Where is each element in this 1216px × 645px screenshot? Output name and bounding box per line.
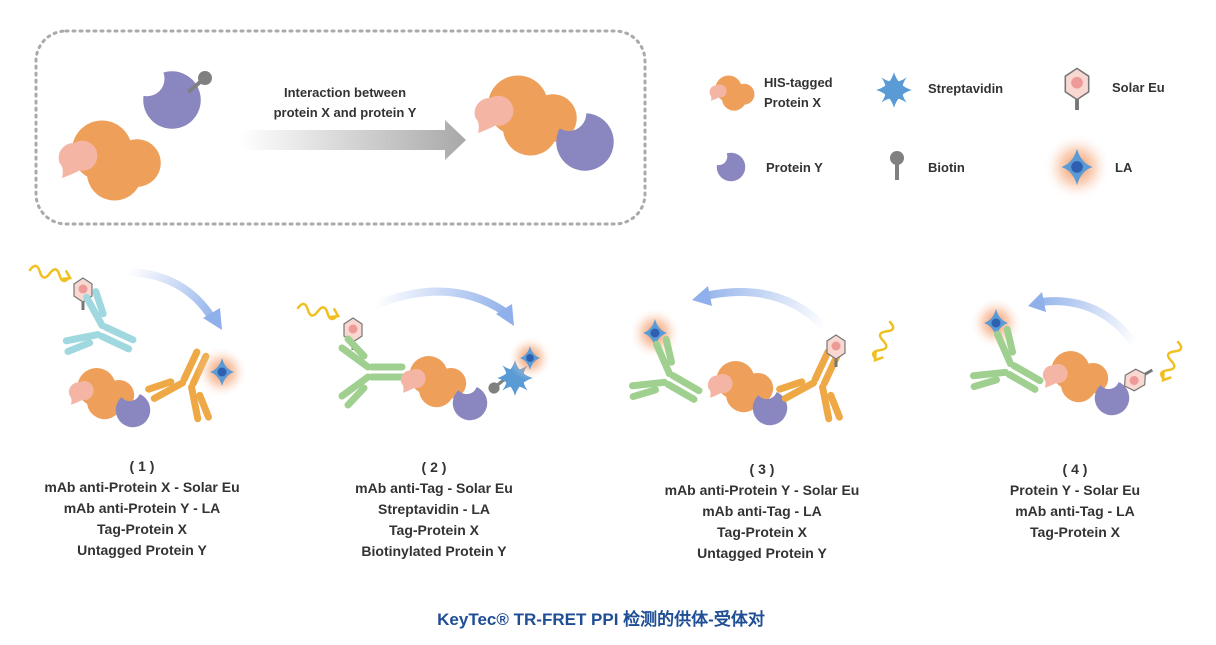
energy-transfer-arrow-icon: [704, 288, 828, 331]
figure-title: KeyTec® TR-FRET PPI 检测的供体-受体对: [437, 609, 765, 629]
arrowhead-icon: [1028, 292, 1046, 312]
antibody-anti-protein-y-icon: [777, 340, 862, 422]
legend-la: LA: [1115, 160, 1133, 175]
la-icon: [629, 307, 681, 359]
panel-number: ( 2 ): [422, 459, 447, 475]
panel-number: ( 3 ): [750, 461, 775, 477]
panel-number: ( 4 ): [1063, 461, 1088, 477]
panel-2: ( 2 ) mAb anti-Tag - Solar Eu Streptavid…: [295, 287, 553, 559]
protein-y-icon: [143, 71, 201, 129]
legend: HIS-tagged Protein X Streptavidin Solar …: [709, 66, 1165, 201]
solar-eu-icon: [1063, 66, 1091, 112]
panel-line: Untagged Protein Y: [77, 542, 207, 558]
panel-line: mAb anti-Tag - LA: [1015, 503, 1135, 519]
panel-line: Tag-Protein X: [389, 522, 480, 538]
panel-4: ( 4 ) Protein Y - Solar Eu mAb anti-Tag …: [969, 292, 1184, 540]
panel-1: ( 1 ) mAb anti-Protein X - Solar Eu mAb …: [27, 263, 248, 558]
energy-transfer-arrow-icon: [129, 268, 216, 321]
biotin-icon: [888, 149, 906, 182]
legend-solar-eu: Solar Eu: [1112, 80, 1165, 95]
interaction-label-line1: Interaction between: [284, 85, 406, 100]
energy-transfer-arrow-icon: [1039, 297, 1139, 348]
panel-line: Protein Y - Solar Eu: [1010, 482, 1140, 498]
panel-number: ( 1 ): [130, 458, 155, 474]
antibody-anti-tag-icon: [342, 339, 402, 405]
legend-his-tagged-line2: Protein X: [764, 95, 821, 110]
panel-line: mAb anti-Protein Y - LA: [64, 500, 221, 516]
protein-x-icon: [58, 120, 161, 201]
panel-line: mAb anti-Tag - LA: [702, 503, 822, 519]
panel-line: Biotinylated Protein Y: [361, 543, 507, 559]
panel-line: Untagged Protein Y: [697, 545, 827, 561]
excitation-wave-icon: [27, 263, 73, 284]
panel-line: Tag-Protein X: [1030, 524, 1121, 540]
panel-line: mAb anti-Tag - Solar Eu: [355, 480, 513, 496]
excitation-wave-icon: [1158, 339, 1184, 384]
legend-biotin: Biotin: [928, 160, 965, 175]
arrowhead-icon: [496, 304, 514, 326]
panel-line: Streptavidin - LA: [378, 501, 490, 517]
interaction-box: Interaction between protein X and protei…: [34, 29, 647, 226]
la-icon: [196, 346, 248, 398]
la-icon: [970, 297, 1022, 349]
dashed-border: [34, 29, 647, 226]
arrowhead-icon: [203, 308, 222, 330]
streptavidin-icon: [876, 72, 912, 108]
interaction-label-line2: protein X and protein Y: [274, 105, 417, 120]
excitation-wave-icon: [295, 301, 341, 322]
panel-3: ( 3 ) mAb anti-Protein Y - Solar Eu mAb …: [628, 286, 896, 561]
his-tagged-protein-x-icon: [709, 75, 755, 111]
panel-line: Tag-Protein X: [97, 521, 188, 537]
la-icon: [507, 335, 553, 381]
legend-his-tagged-line1: HIS-tagged: [764, 75, 833, 90]
antibody-anti-protein-x-icon: [62, 289, 144, 374]
la-icon: [1043, 133, 1111, 201]
panel-line: mAb anti-Protein Y - Solar Eu: [665, 482, 860, 498]
panel-line: Tag-Protein X: [717, 524, 808, 540]
arrowhead-icon: [692, 286, 712, 306]
protein-y-icon: [717, 153, 746, 182]
legend-streptavidin: Streptavidin: [928, 81, 1003, 96]
interaction-arrow-icon: [240, 120, 466, 160]
panel-line: mAb anti-Protein X - Solar Eu: [44, 479, 239, 495]
legend-protein-y: Protein Y: [766, 160, 823, 175]
energy-transfer-arrow-icon: [373, 287, 508, 316]
solar-eu-icon: [825, 333, 847, 369]
excitation-wave-icon: [870, 319, 896, 364]
